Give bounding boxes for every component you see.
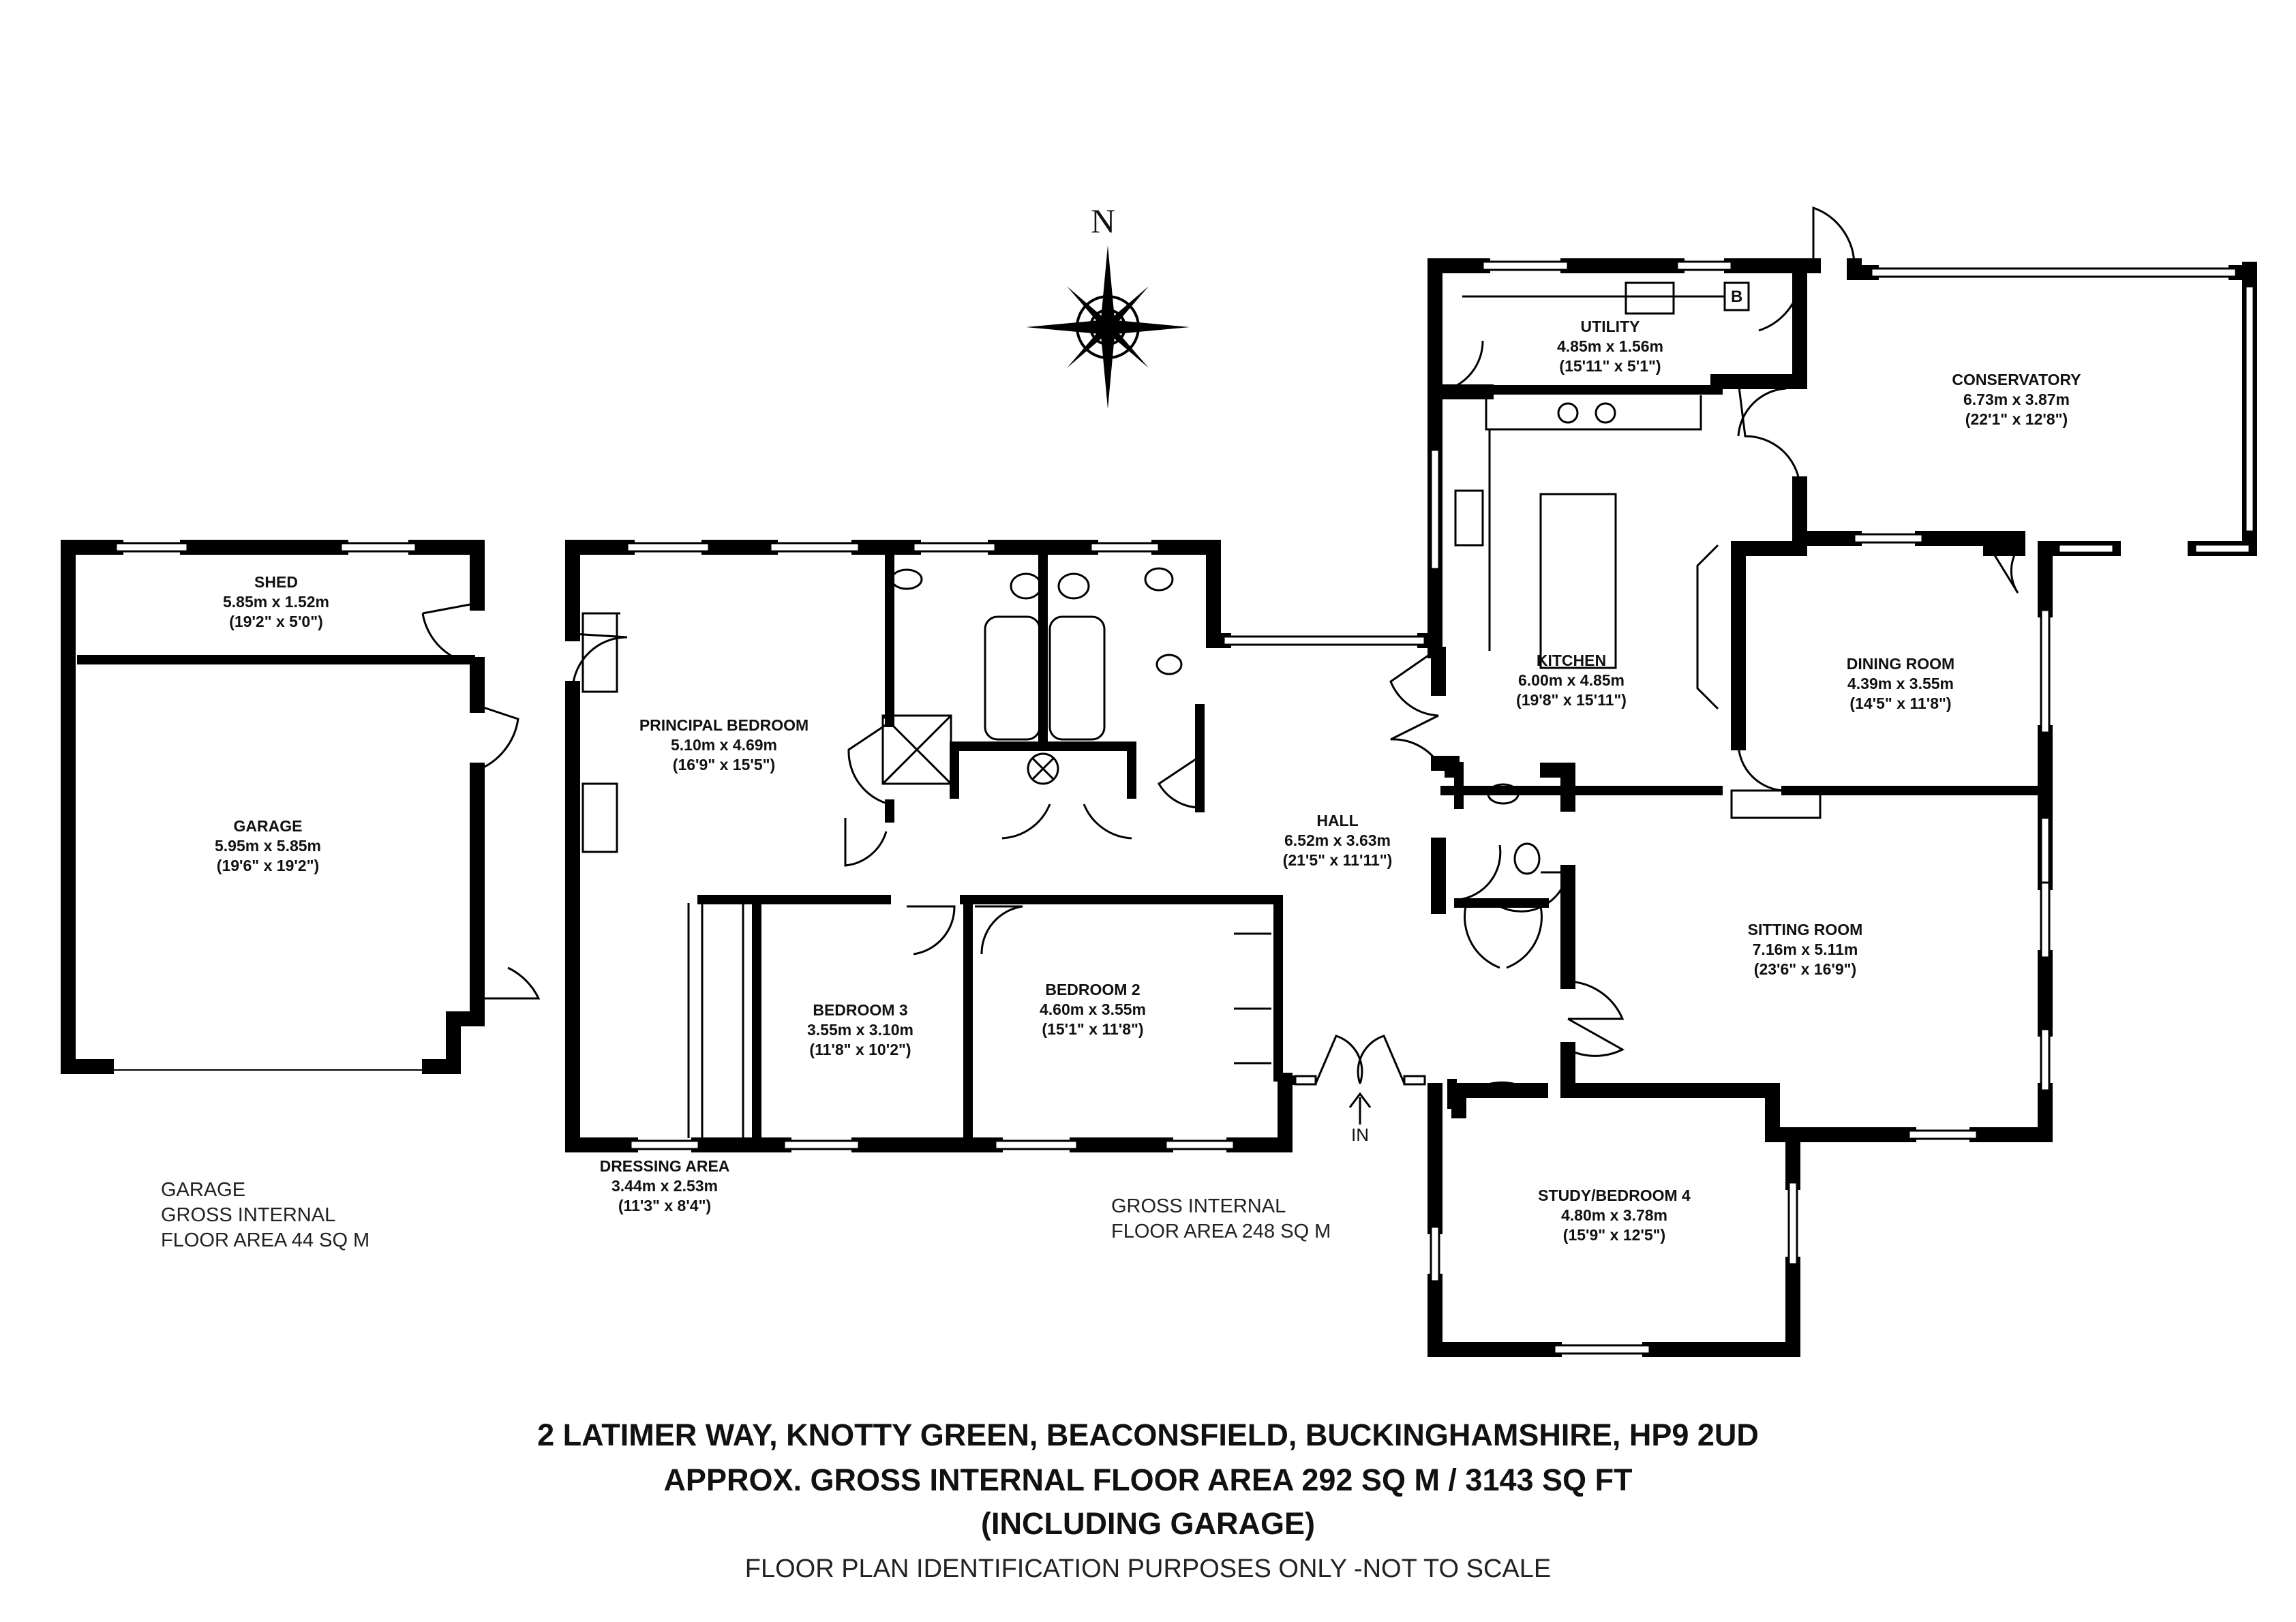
- room-imperial: (19'6" x 19'2"): [216, 857, 320, 874]
- room-imperial: (15'11" x 5'1"): [1559, 357, 1661, 375]
- toilet-3: [1155, 654, 1183, 675]
- kitchen-island: [1539, 493, 1617, 669]
- room-imperial: (23'6" x 16'9"): [1753, 960, 1857, 978]
- bedroom-wing-walls: [565, 540, 1300, 1152]
- disclaimer-footer: FLOOR PLAN IDENTIFICATION PURPOSES ONLY …: [744, 1555, 1552, 1583]
- room-imperial: (11'3" x 8'4"): [618, 1197, 712, 1214]
- room-imperial: (15'1" x 11'8"): [1042, 1020, 1144, 1038]
- room-metric: 6.73m x 3.87m: [1963, 391, 2070, 408]
- room-metric: 6.00m x 4.85m: [1517, 671, 1625, 689]
- kitchen-sink: [1454, 489, 1484, 547]
- room-name: DRESSING AREA: [599, 1157, 730, 1175]
- house-area-note: GROSS INTERNAL FLOOR AREA 248 SQ M: [1111, 1194, 1331, 1244]
- room-name: DINING ROOM: [1846, 655, 1955, 673]
- room-label-conservatory: CONSERVATORY 6.73m x 3.87m (22'1" x 12'8…: [1952, 370, 2081, 429]
- room-imperial: (16'9" x 15'5"): [672, 756, 776, 774]
- room-imperial: (19'2" x 5'0"): [229, 613, 323, 630]
- doors: [421, 206, 2019, 1105]
- kitchen-counter-left: [1486, 428, 1491, 651]
- fixtures: [109, 281, 1822, 1138]
- room-name: BEDROOM 2: [1045, 981, 1141, 998]
- room-imperial: (21'5" x 11'11"): [1282, 851, 1393, 869]
- room-label-bedroom3: BEDROOM 3 3.55m x 3.10m (11'8" x 10'2"): [807, 1000, 913, 1060]
- kitchen-wing-walls: [1216, 258, 2257, 914]
- room-imperial: (11'8" x 10'2"): [809, 1041, 911, 1058]
- room-name: SHED: [254, 573, 298, 591]
- room-label-hall: HALL 6.52m x 3.63m (21'5" x 11'11"): [1283, 811, 1393, 870]
- boiler-label: B: [1731, 288, 1743, 306]
- house-area-line2: FLOOR AREA 248 SQ M: [1111, 1221, 1331, 1242]
- room-label-utility: UTILITY 4.85m x 1.56m (15'11" x 5'1"): [1557, 317, 1663, 376]
- garage-walls: [61, 540, 485, 1074]
- utility-sink: [1625, 281, 1675, 315]
- kitchen-counter-top: [1485, 395, 1702, 431]
- room-label-study: STUDY/BEDROOM 4 4.80m x 3.78m (15'9" x 1…: [1538, 1186, 1691, 1245]
- total-area-title: APPROX. GROSS INTERNAL FLOOR AREA 292 SQ…: [663, 1463, 1633, 1497]
- room-label-dressing-area: DRESSING AREA 3.44m x 2.53m (11'3" x 8'4…: [600, 1157, 730, 1216]
- room-label-bedroom2: BEDROOM 2 4.60m x 3.55m (15'1" x 11'8"): [1040, 980, 1146, 1039]
- room-metric: 4.85m x 1.56m: [1556, 337, 1664, 355]
- room-metric: 5.95m x 5.85m: [214, 837, 322, 855]
- room-metric: 5.10m x 4.69m: [670, 736, 778, 754]
- basin-3: [1513, 842, 1541, 875]
- compass-rose: [1026, 245, 1190, 409]
- room-metric: 3.44m x 2.53m: [611, 1177, 718, 1195]
- room-name: UTILITY: [1580, 318, 1640, 335]
- room-name: BEDROOM 3: [813, 1001, 908, 1019]
- room-name: STUDY/BEDROOM 4: [1538, 1187, 1691, 1204]
- room-name: SITTING ROOM: [1747, 921, 1863, 938]
- north-label: N: [1091, 202, 1116, 240]
- room-name: GARAGE: [233, 817, 303, 835]
- shower-tray: [881, 714, 952, 785]
- windows: [115, 260, 2255, 1355]
- walls: [61, 258, 2257, 1357]
- room-name: KITCHEN: [1536, 652, 1607, 669]
- room-imperial: (22'1" x 12'8"): [1965, 410, 2068, 428]
- bath-2: [1048, 615, 1106, 741]
- room-name: CONSERVATORY: [1952, 371, 2081, 388]
- fireplace: [1730, 789, 1822, 819]
- entrance-arrow: [1348, 1092, 1372, 1124]
- room-metric: 3.55m x 3.10m: [806, 1021, 914, 1039]
- sitting-study-walls: [1428, 756, 2053, 1357]
- basin-2: [1057, 572, 1090, 600]
- room-label-principal-bedroom: PRINCIPAL BEDROOM 5.10m x 4.69m (16'9" x…: [639, 716, 809, 775]
- toilet-2: [1144, 567, 1174, 592]
- bath-1: [984, 615, 1041, 741]
- garage-area-note: GARAGE GROSS INTERNAL FLOOR AREA 44 SQ M: [161, 1178, 369, 1253]
- room-label-kitchen: KITCHEN 6.00m x 4.85m (19'8" x 15'11"): [1516, 651, 1627, 710]
- room-label-shed: SHED 5.85m x 1.52m (19'2" x 5'0"): [223, 572, 329, 632]
- room-imperial: (15'9" x 12'5"): [1562, 1226, 1666, 1244]
- room-metric: 4.80m x 3.78m: [1560, 1206, 1668, 1224]
- room-imperial: (14'5" x 11'8"): [1849, 694, 1952, 712]
- room-label-dining-room: DINING ROOM 4.39m x 3.55m (14'5" x 11'8"…: [1847, 654, 1954, 714]
- room-metric: 4.60m x 3.55m: [1039, 1000, 1147, 1018]
- room-name: PRINCIPAL BEDROOM: [639, 716, 809, 734]
- garage-area-line3: FLOOR AREA 44 SQ M: [161, 1229, 370, 1251]
- room-label-garage: GARAGE 5.95m x 5.85m (19'6" x 19'2"): [215, 816, 321, 876]
- room-name: HALL: [1316, 812, 1359, 829]
- toilet-1: [890, 568, 923, 590]
- including-garage-title: (INCLUDING GARAGE): [981, 1506, 1315, 1541]
- basin-1: [1010, 572, 1042, 600]
- garage-area-line1: GARAGE: [161, 1179, 246, 1201]
- room-metric: 4.39m x 3.55m: [1847, 675, 1954, 692]
- room-imperial: (19'8" x 15'11"): [1516, 691, 1627, 709]
- garage-area-line2: GROSS INTERNAL: [161, 1204, 336, 1226]
- boiler-box: [1723, 281, 1750, 311]
- address-title: 2 LATIMER WAY, KNOTTY GREEN, BEACONSFIEL…: [537, 1418, 1759, 1452]
- room-metric: 5.85m x 1.52m: [222, 593, 330, 611]
- toilet-4: [1487, 783, 1520, 805]
- room-metric: 7.16m x 5.11m: [1752, 940, 1858, 958]
- house-area-line1: GROSS INTERNAL: [1111, 1195, 1286, 1217]
- room-label-sitting-room: SITTING ROOM 7.16m x 5.11m (23'6" x 16'9…: [1748, 920, 1863, 979]
- entrance-label: IN: [1351, 1124, 1369, 1145]
- room-metric: 6.52m x 3.63m: [1284, 831, 1391, 849]
- cylinder: [1027, 752, 1059, 785]
